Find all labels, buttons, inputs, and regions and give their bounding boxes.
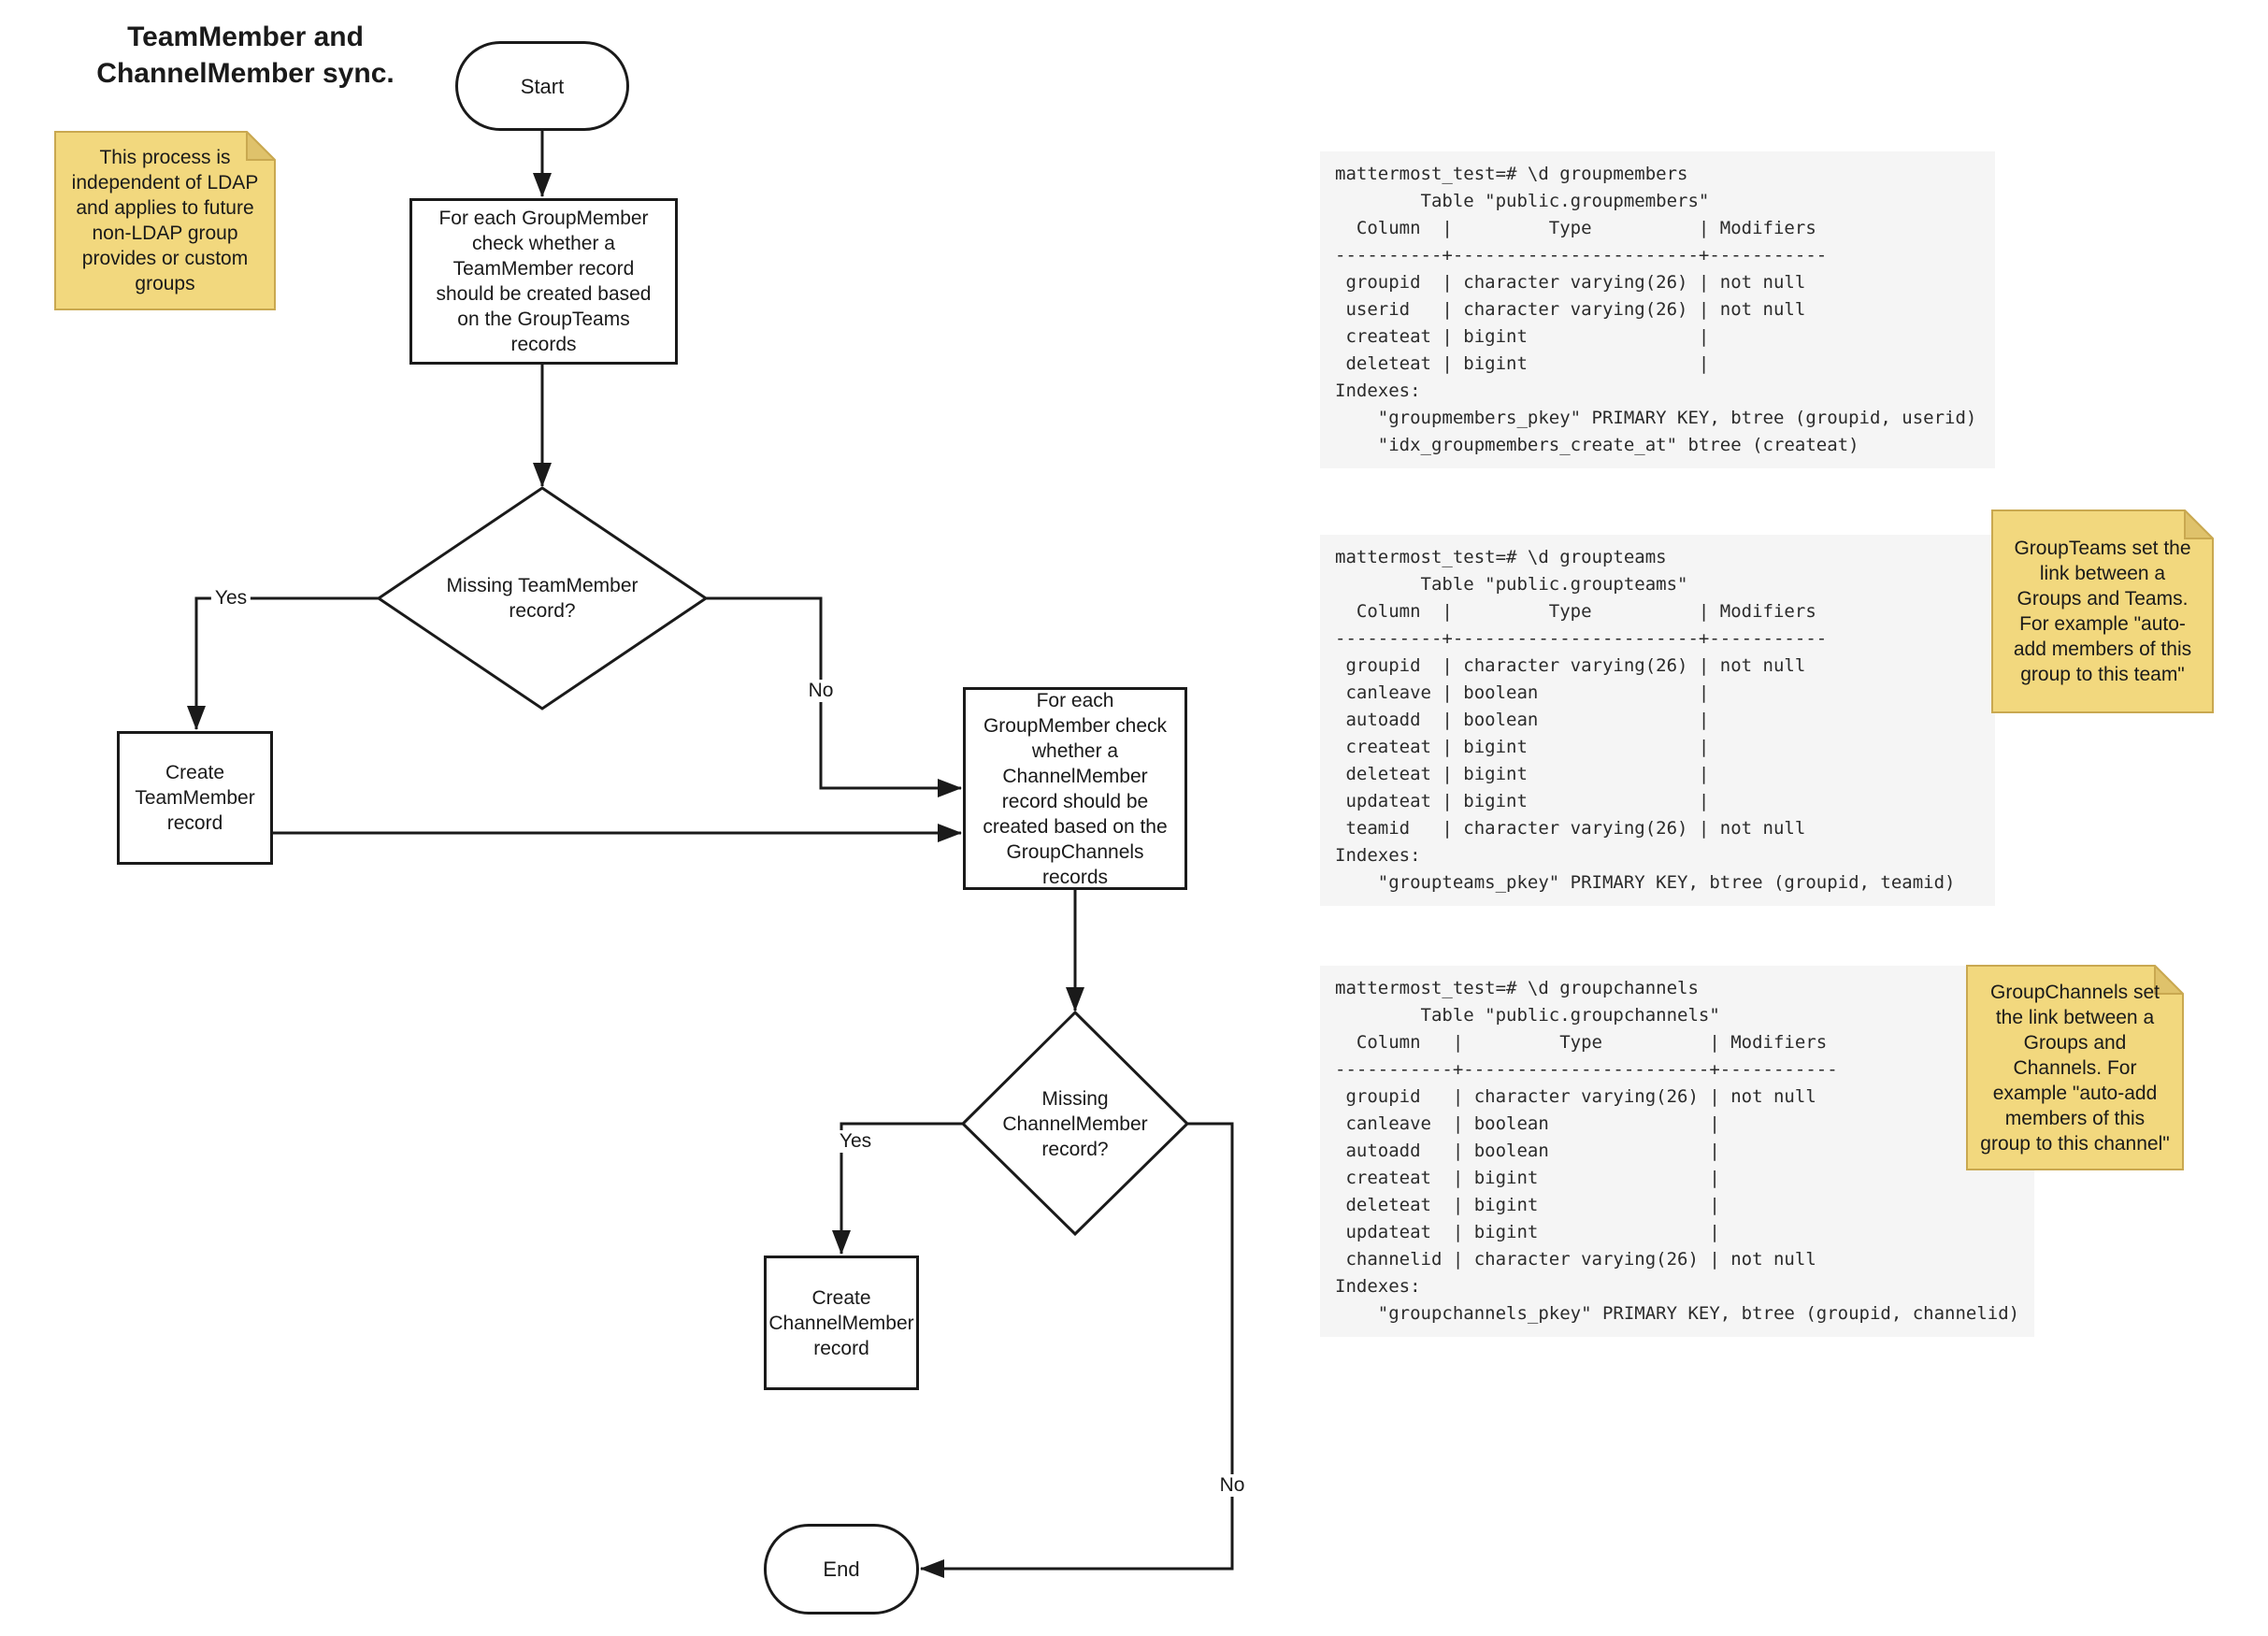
edge-label-yes-2: Yes [835,1130,876,1153]
sticky-note-groupchannels-text: GroupChannels set the link between a Gro… [1980,981,2170,1155]
sticky-note-shape [1991,509,2214,713]
sticky-note-shape [1966,965,2184,1170]
decision-teammember-shape [376,486,709,710]
connector-decision2-yes [832,1122,963,1255]
decision-teammember-label: Missing TeamMember record? [446,575,639,622]
process-check-teammember: For each GroupMember check whether a Tea… [409,198,678,365]
process-create-channelmember-label: Create ChannelMember record [768,1286,914,1359]
end-label: End [823,1557,860,1581]
code-block-groupchannels-text: mattermost_test=# \d groupchannels Table… [1335,978,2020,1324]
sticky-note-groupteams: GroupTeams set the link between a Groups… [1991,509,2214,713]
process-check-channelmember: For each GroupMember check whether a Cha… [963,687,1187,890]
edge-label-no-2: No [1215,1474,1249,1497]
sticky-note-ldap: This process is independent of LDAP and … [54,131,276,310]
sticky-note-ldap-text: This process is independent of LDAP and … [71,147,259,294]
edge-label-yes-1: Yes [210,587,251,610]
start-label: Start [520,74,565,98]
start-terminal: Start [455,41,629,131]
code-block-groupteams-text: mattermost_test=# \d groupteams Table "p… [1335,547,1956,893]
page-title: TeamMember and ChannelMember sync. [96,22,395,89]
code-block-groupchannels: mattermost_test=# \d groupchannels Table… [1320,966,2035,1337]
process-create-teammember: Create TeamMember record [117,731,273,865]
connector-decision2-no [920,1122,1234,1578]
sticky-note-shape [54,131,276,310]
process-create-teammember-label: Create TeamMember record [135,762,255,834]
code-block-groupmembers: mattermost_test=# \d groupmembers Table … [1320,151,1995,468]
edge-label-no-1: No [804,680,838,702]
code-block-groupteams: mattermost_test=# \d groupteams Table "p… [1320,535,1995,906]
end-terminal: End [764,1524,919,1614]
sticky-note-groupteams-text: GroupTeams set the link between a Groups… [2013,538,2192,685]
process-check-teammember-label: For each GroupMember check whether a Tea… [436,208,652,355]
sticky-note-groupchannels: GroupChannels set the link between a Gro… [1966,965,2184,1170]
process-create-channelmember: Create ChannelMember record [764,1256,919,1390]
decision-channelmember-label: Missing ChannelMember record? [1002,1087,1148,1160]
code-block-groupmembers-text: mattermost_test=# \d groupmembers Table … [1335,164,1977,455]
process-check-channelmember-label: For each GroupMember check whether a Cha… [983,689,1168,888]
decision-channelmember-shape [960,1010,1190,1237]
connector-decision1-yes [187,596,379,730]
